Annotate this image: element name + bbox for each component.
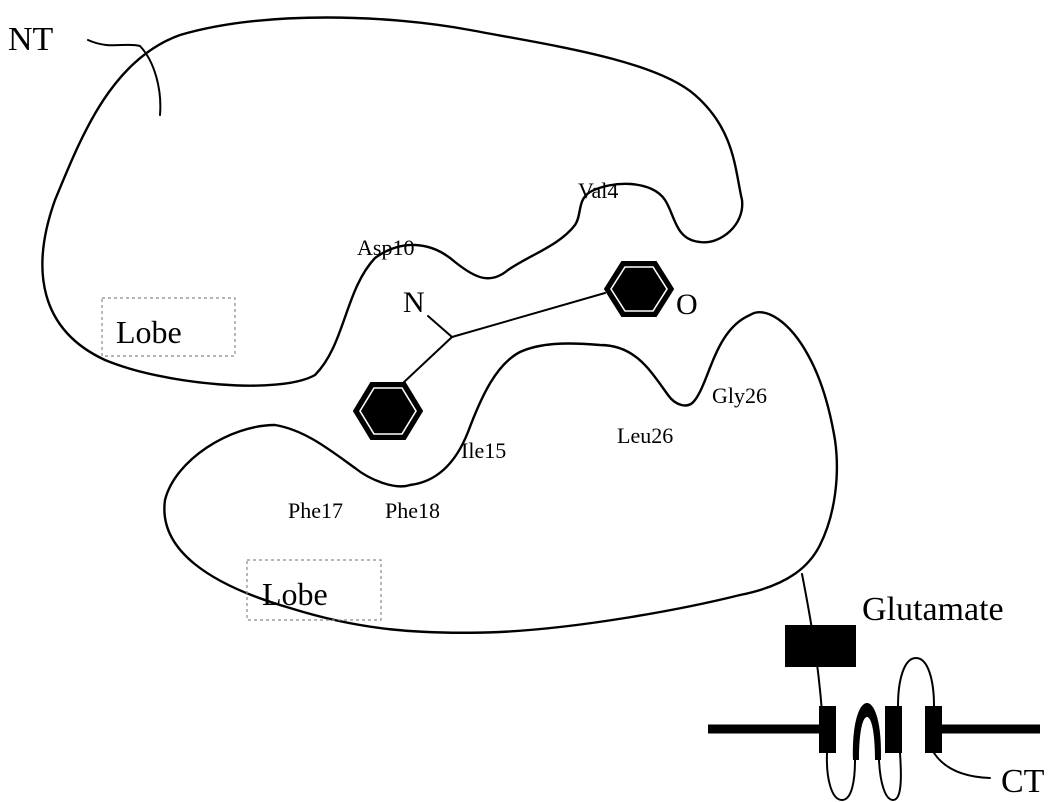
glutamate-label: Glutamate <box>862 591 1004 628</box>
residue-phe17: Phe17 <box>288 498 343 523</box>
tm-helix-4 <box>925 706 942 753</box>
residue-phe18: Phe18 <box>385 498 440 523</box>
c-terminus-label: CT <box>1001 763 1045 800</box>
tm-helix-3 <box>885 706 902 753</box>
upper-lobe-label-box <box>101 297 236 357</box>
ligand-bond-n <box>427 315 453 338</box>
residue-val4: Val4 <box>578 178 618 203</box>
ligand-ring-phenyl-inner <box>359 387 417 435</box>
upper-lobe-label: Lobe <box>116 314 182 350</box>
intracellular-loop-2 <box>878 752 902 802</box>
ligand-ring-phenyl <box>352 382 424 440</box>
n-terminal-tail <box>87 39 162 116</box>
ligand-bond-oxygen-ring <box>451 292 606 338</box>
lower-lobe-label: Lobe <box>262 576 328 612</box>
residue-ile15: Ile15 <box>461 438 506 463</box>
lower-lobe-label-box <box>246 559 382 621</box>
pore-loop <box>852 703 882 760</box>
extracellular-loop <box>897 656 935 707</box>
n-terminus-label: NT <box>8 21 54 58</box>
ligand-ring-oxygen-side-inner <box>610 266 668 312</box>
ligand-ring-oxygen-side <box>603 261 675 317</box>
ligand-bond-phenyl-ring <box>402 336 453 384</box>
c-terminal-tail <box>933 752 991 779</box>
ligand-oxygen-label: O <box>676 288 698 321</box>
upper-lobe-outline <box>41 16 744 387</box>
residue-gly26: Gly26 <box>712 383 767 408</box>
lower-lobe-outline <box>163 310 839 634</box>
residue-leu26: Leu26 <box>617 423 673 448</box>
residue-asp10: Asp10 <box>357 235 414 260</box>
glutamate-block <box>785 625 856 667</box>
ligand-nitrogen-label: N <box>403 286 425 319</box>
intracellular-loop-1 <box>825 752 856 802</box>
tm-helix-1 <box>819 706 836 753</box>
